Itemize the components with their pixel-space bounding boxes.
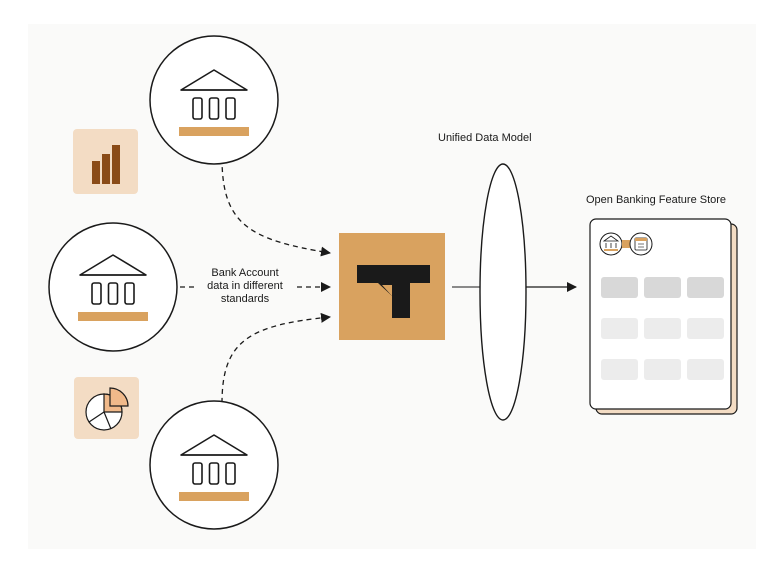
- feature-store-card: [589, 218, 738, 415]
- t-logo-icon: [339, 233, 445, 340]
- grid-cell: [601, 318, 638, 339]
- grid-cell: [644, 318, 681, 339]
- feature-store-label: Open Banking Feature Store: [586, 194, 727, 206]
- grid-cell: [601, 359, 638, 380]
- feature-grid: [601, 277, 724, 380]
- bank-account-label-line-3: standards: [220, 293, 270, 305]
- calendar-icon: [634, 237, 648, 251]
- connector-bottom-bank: [221, 312, 331, 404]
- grid-cell: [687, 359, 724, 380]
- grid-cell: [687, 318, 724, 339]
- bank-source-bottom: [149, 400, 279, 530]
- grid-cell: [644, 359, 681, 380]
- bank-source-middle: [48, 222, 178, 352]
- bank-account-data-label: Bank Account data in different standards: [195, 267, 295, 306]
- bank-building-icon: [602, 235, 620, 251]
- pie-chart-icon: [74, 377, 139, 439]
- grid-cell: [687, 277, 724, 298]
- grid-cell: [644, 277, 681, 298]
- bank-account-label-line-1: Bank Account: [211, 267, 279, 279]
- grid-cell: [601, 277, 638, 298]
- unified-data-model-ellipse: [479, 163, 527, 421]
- bank-source-top: [149, 35, 279, 165]
- feature-store-header-icons: [599, 232, 653, 256]
- bar-chart-icon: [73, 129, 138, 194]
- unified-data-model-label: Unified Data Model: [438, 132, 532, 144]
- bank-account-label-line-2: data in different: [207, 280, 283, 292]
- connector-top-bank: [221, 157, 331, 257]
